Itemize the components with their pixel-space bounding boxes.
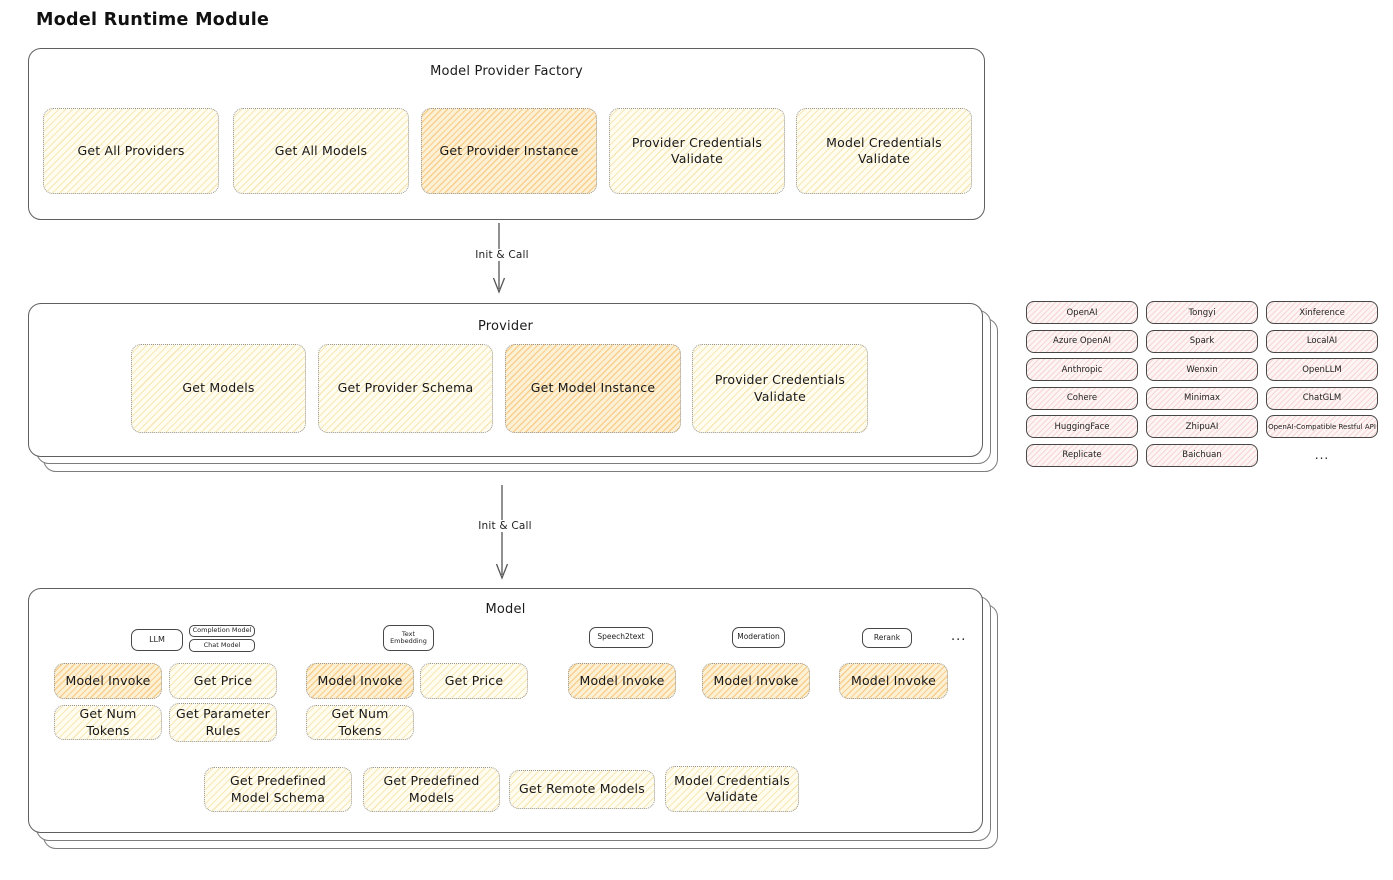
provider-item-tongyi: Tongyi	[1146, 301, 1258, 324]
provider-box-get-models: Get Models	[131, 344, 306, 433]
factory-box-model-credentials-validate: Model Credentials Validate	[796, 108, 972, 194]
arrow-label-init-call-1: Init & Call	[459, 249, 545, 261]
model-provider-factory-title: Model Provider Factory	[430, 64, 583, 79]
common-model-credentials-validate-box: Model Credentials Validate	[665, 766, 799, 812]
tab-chat-model: Chat Model	[189, 639, 255, 652]
tab-moderation: Moderation	[732, 627, 785, 648]
provider-item-localai: LocalAI	[1266, 329, 1378, 353]
model-box: Model LLM Completion Model Chat Model Te…	[28, 588, 983, 833]
embedding-model-invoke-box: Model Invoke	[306, 663, 414, 699]
tab-llm: LLM	[131, 629, 183, 651]
factory-box-get-provider-instance: Get Provider Instance	[421, 108, 597, 194]
moderation-model-invoke-box: Model Invoke	[702, 663, 810, 699]
rerank-model-invoke-box: Model Invoke	[839, 663, 948, 699]
llm-get-price-box: Get Price	[169, 663, 277, 699]
embedding-get-num-tokens-box: Get Num Tokens	[306, 705, 414, 740]
provider-item-baichuan: Baichuan	[1146, 443, 1258, 467]
tab-speech2text: Speech2text	[589, 627, 653, 648]
provider-box-get-model-instance: Get Model Instance	[505, 344, 681, 433]
provider-item-openllm: OpenLLM	[1266, 358, 1378, 381]
provider-box-get-provider-schema: Get Provider Schema	[318, 344, 493, 433]
llm-get-num-tokens-box: Get Num Tokens	[54, 705, 162, 740]
tabs-more-ellipsis: ...	[951, 629, 967, 644]
provider-list: OpenAI Tongyi Xinference Azure OpenAI Sp…	[1026, 301, 1378, 467]
provider-title: Provider	[477, 319, 534, 334]
provider-item-cohere: Cohere	[1026, 386, 1138, 410]
provider-item-openai: OpenAI	[1026, 301, 1138, 324]
provider-item-minimax: Minimax	[1146, 386, 1258, 410]
provider-item-azure-openai: Azure OpenAI	[1026, 329, 1138, 353]
provider-item-replicate: Replicate	[1026, 443, 1138, 467]
provider-item-wenxin: Wenxin	[1146, 358, 1258, 381]
model-provider-factory-box: Model Provider Factory Get All Providers…	[28, 48, 985, 220]
tab-text-embedding: Text Embedding	[383, 625, 434, 651]
provider-item-anthropic: Anthropic	[1026, 358, 1138, 381]
provider-item-openai-compatible-restful-api: OpenAI-Compatible Restful API	[1266, 415, 1378, 438]
tab-completion-model: Completion Model	[189, 625, 255, 637]
tab-rerank: Rerank	[862, 628, 912, 648]
provider-item-huggingface: HuggingFace	[1026, 415, 1138, 438]
speech2text-model-invoke-box: Model Invoke	[568, 663, 676, 699]
llm-get-parameter-rules-box: Get Parameter Rules	[169, 703, 277, 742]
provider-item-zhipuai: ZhipuAI	[1146, 415, 1258, 438]
arrow-label-init-call-2: Init & Call	[462, 520, 548, 532]
embedding-get-price-box: Get Price	[420, 663, 528, 699]
llm-model-invoke-box: Model Invoke	[54, 663, 162, 699]
provider-list-more-ellipsis: ...	[1314, 448, 1330, 462]
common-get-predefined-model-schema-box: Get Predefined Model Schema	[204, 767, 352, 812]
provider-box-provider-credentials-validate: Provider Credentials Validate	[692, 344, 868, 433]
model-title: Model	[485, 602, 526, 617]
factory-box-get-all-providers: Get All Providers	[43, 108, 219, 194]
provider-box: Provider Get Models Get Provider Schema …	[28, 303, 983, 457]
provider-item-xinference: Xinference	[1266, 301, 1378, 324]
factory-box-provider-credentials-validate: Provider Credentials Validate	[609, 108, 785, 194]
arrow-down-icon	[495, 485, 509, 580]
diagram-title: Model Runtime Module	[36, 10, 270, 30]
provider-item-spark: Spark	[1146, 329, 1258, 353]
provider-item-chatglm: ChatGLM	[1266, 386, 1378, 410]
common-get-remote-models-box: Get Remote Models	[509, 770, 655, 809]
common-get-predefined-models-box: Get Predefined Models	[363, 767, 500, 812]
factory-box-get-all-models: Get All Models	[233, 108, 409, 194]
